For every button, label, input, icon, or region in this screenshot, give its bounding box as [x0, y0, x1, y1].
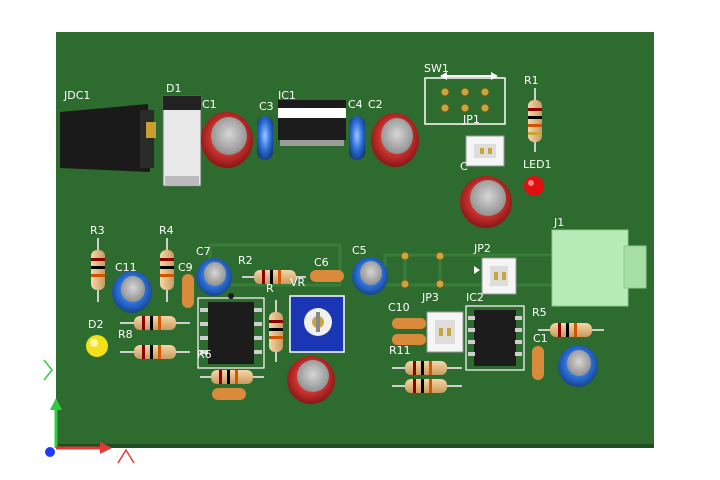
connector-jp2 [474, 257, 517, 295]
label-sw1: SW1 [424, 62, 449, 75]
axis-gizmo [43, 359, 135, 464]
label-c7: C7 [196, 245, 211, 258]
resistor-r4 [160, 238, 174, 302]
capacitor-c-bottom [287, 356, 335, 404]
label-r11: R11 [389, 344, 411, 357]
audio-jack-j1 [551, 229, 647, 307]
label-c4: C4 [348, 98, 363, 111]
label-r2: R2 [238, 254, 253, 267]
resistor-r8 [120, 345, 190, 359]
capacitor-c1 [201, 112, 253, 168]
label-c6: C6 [314, 256, 329, 269]
label-c9: C9 [178, 261, 193, 274]
label-jp2: JP2 [473, 242, 491, 255]
ic2-dip [465, 305, 525, 371]
capacitor-c5 [352, 257, 388, 295]
label-c11: C11 [115, 261, 137, 274]
label-c10: C10 [388, 301, 410, 314]
pcb-shadow [56, 444, 654, 448]
label-r3: R3 [90, 224, 105, 237]
connector-jp1 [465, 135, 505, 167]
capacitor-c1x [532, 346, 544, 380]
label-d1: D1 [166, 82, 181, 95]
capacitor-c11 [112, 271, 152, 313]
label-c5: C5 [352, 244, 367, 257]
resistor-r1 [528, 88, 542, 152]
connector-jp3 [426, 311, 464, 353]
capacitor-c2 [371, 113, 419, 167]
label-jp1: JP1 [462, 113, 480, 126]
capacitor-c4 [349, 116, 365, 160]
led1 [524, 176, 544, 196]
capacitor-c10 [392, 318, 426, 345]
resistor-r2 [242, 270, 306, 284]
power-jack-jdc1 [60, 104, 156, 172]
capacitor-c-small-bottom [212, 388, 246, 400]
capacitor-c-blue-right [558, 345, 598, 387]
capacitor-c7 [196, 258, 232, 296]
label-jp3: JP3 [421, 291, 439, 304]
label-c3: C3 [259, 100, 274, 113]
trimmer-vr [289, 295, 345, 353]
axis-gizmo-y-label [43, 359, 53, 381]
label-ic1: IC1 [278, 89, 296, 102]
resistor-r3 [91, 238, 105, 302]
resistor-r11-group [392, 361, 462, 393]
label-d2: D2 [88, 318, 103, 331]
capacitor-c9 [182, 274, 194, 308]
resistor-r6 [200, 370, 264, 384]
axis-gizmo-x-label [117, 448, 135, 464]
ic-dip-left [197, 293, 265, 369]
label-r-mid: R [266, 282, 274, 295]
pads [400, 251, 445, 289]
led-d2 [86, 335, 108, 357]
label-jdc1: JDC1 [63, 89, 90, 102]
label-r6: R6 [197, 348, 212, 361]
label-vr: VR [290, 276, 306, 289]
label-j1: J1 [553, 216, 564, 229]
silkscreen-labels: JDC1 D1 C1 C3 IC1 C4 C2 SW1 R1 JP1 C LED… [63, 62, 564, 361]
diode-d1 [162, 95, 202, 187]
label-ic2: IC2 [466, 291, 484, 304]
resistor-r5 [538, 323, 604, 337]
label-r4: R4 [159, 224, 174, 237]
capacitor-c-mid [460, 176, 512, 228]
label-r8: R8 [118, 328, 133, 341]
label-c1: C1 [202, 98, 217, 111]
capacitor-c3 [257, 116, 273, 160]
switch-sw1 [424, 72, 506, 125]
label-led1: LED1 [523, 158, 552, 171]
label-c2: C2 [368, 98, 383, 111]
label-c1x: C1 [533, 332, 548, 345]
resistor-r8a [120, 316, 190, 330]
regulator-ic1 [278, 100, 346, 146]
resistor-r-mid [269, 300, 283, 362]
label-r1: R1 [524, 74, 539, 87]
label-c-mid: C [460, 160, 468, 173]
capacitor-c6 [310, 270, 344, 282]
label-r5: R5 [532, 306, 547, 319]
